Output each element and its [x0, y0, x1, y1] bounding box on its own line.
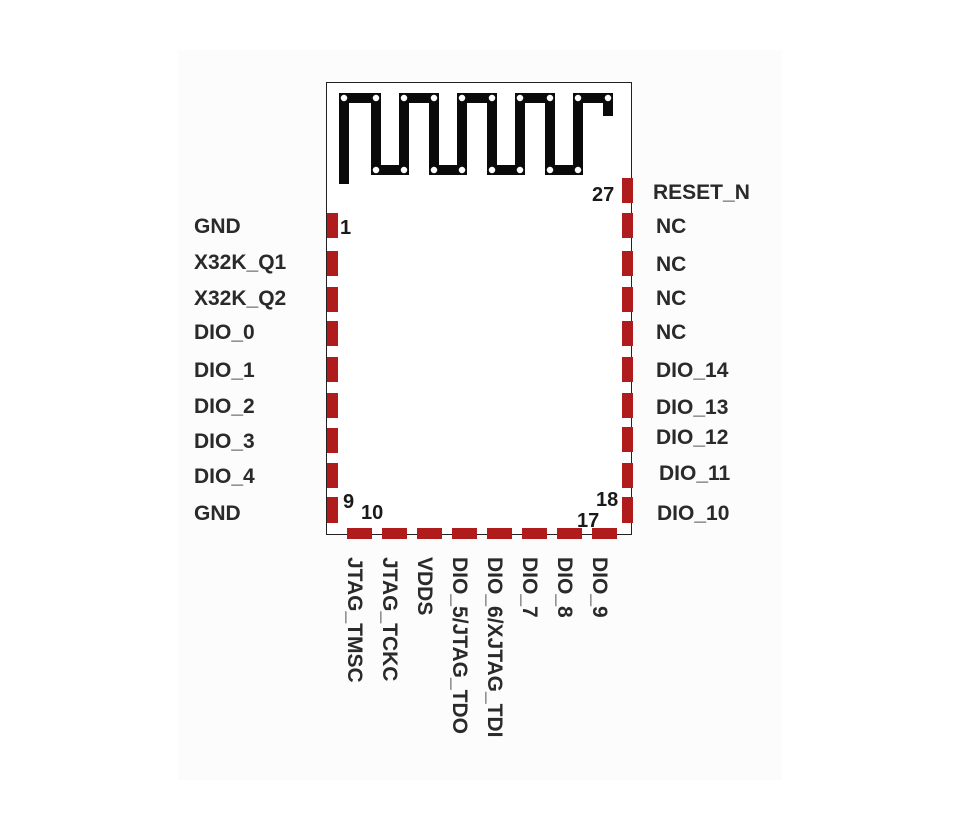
pin-label-right: DIO_14 — [656, 359, 729, 382]
pad-pin-16 — [557, 528, 582, 539]
pad-pin-5 — [327, 357, 338, 382]
pad-pin-9 — [327, 497, 338, 523]
pad-pin-24 — [622, 287, 633, 312]
pin-number-17: 17 — [577, 510, 600, 532]
pad-pin-7 — [327, 428, 338, 453]
pad-pin-23 — [622, 321, 633, 346]
pin-number-10: 10 — [361, 502, 384, 524]
pad-pin-18 — [622, 497, 633, 523]
pin-label-bottom: JTAG_TCKC — [378, 557, 401, 682]
pad-pin-15 — [522, 528, 547, 539]
pin-label-left: DIO_2 — [194, 395, 255, 418]
pad-pin-10 — [347, 528, 372, 539]
pad-pin-12 — [417, 528, 442, 539]
pad-pin-20 — [622, 427, 633, 452]
pin-label-bottom: DIO_7 — [518, 557, 541, 618]
pad-pin-2 — [327, 251, 338, 276]
pad-pin-1 — [327, 213, 338, 238]
pad-pin-6 — [327, 393, 338, 418]
pin-number-9: 9 — [343, 491, 355, 513]
pin-label-right: DIO_12 — [656, 426, 729, 449]
pcb-antenna-trace — [339, 93, 613, 184]
pad-pin-3 — [327, 287, 338, 312]
pad-pin-25 — [622, 251, 633, 276]
pin-label-left: DIO_1 — [194, 359, 255, 382]
pin-label-right: NC — [656, 215, 687, 238]
pin-number-18: 18 — [596, 489, 619, 511]
pad-pin-21 — [622, 393, 633, 418]
pad-pin-22 — [622, 357, 633, 382]
pad-pin-4 — [327, 321, 338, 346]
pin-label-bottom: JTAG_TMSC — [343, 557, 366, 683]
pin-label-bottom: VDDS — [413, 557, 436, 616]
pin-label-bottom: DIO_8 — [553, 557, 576, 618]
pin-number-27: 27 — [592, 184, 615, 206]
pin-label-left: GND — [194, 215, 241, 238]
pin-label-left: GND — [194, 502, 241, 525]
pad-pin-8 — [327, 463, 338, 488]
pad-pin-11 — [382, 528, 407, 539]
pin-label-bottom: DIO_5/JTAG_TDO — [448, 557, 471, 734]
pin-number-1: 1 — [340, 217, 352, 239]
pad-pin-19 — [622, 463, 633, 488]
pin-label-right: NC — [656, 253, 687, 276]
pad-pin-14 — [487, 528, 512, 539]
pin-label-right: RESET_N — [653, 181, 750, 204]
pin-label-left: DIO_3 — [194, 430, 255, 453]
pin-label-right: DIO_11 — [659, 462, 731, 485]
pad-pin-17 — [592, 528, 617, 539]
pin-label-right: DIO_10 — [657, 502, 730, 525]
pin-label-left: X32K_Q2 — [194, 287, 287, 310]
pin-label-right: DIO_13 — [656, 396, 729, 419]
pad-pin-26 — [622, 213, 633, 238]
pin-label-bottom: DIO_9 — [588, 557, 611, 618]
pin-label-bottom: DIO_6/XJTAG_TDI — [483, 557, 506, 738]
pin-label-left: X32K_Q1 — [194, 251, 287, 274]
pad-pin-27 — [622, 178, 633, 203]
pin-label-left: DIO_0 — [194, 321, 255, 344]
pin-label-right: NC — [656, 321, 687, 344]
pin-label-right: NC — [656, 287, 687, 310]
pin-label-left: DIO_4 — [194, 465, 255, 488]
pad-pin-13 — [452, 528, 477, 539]
